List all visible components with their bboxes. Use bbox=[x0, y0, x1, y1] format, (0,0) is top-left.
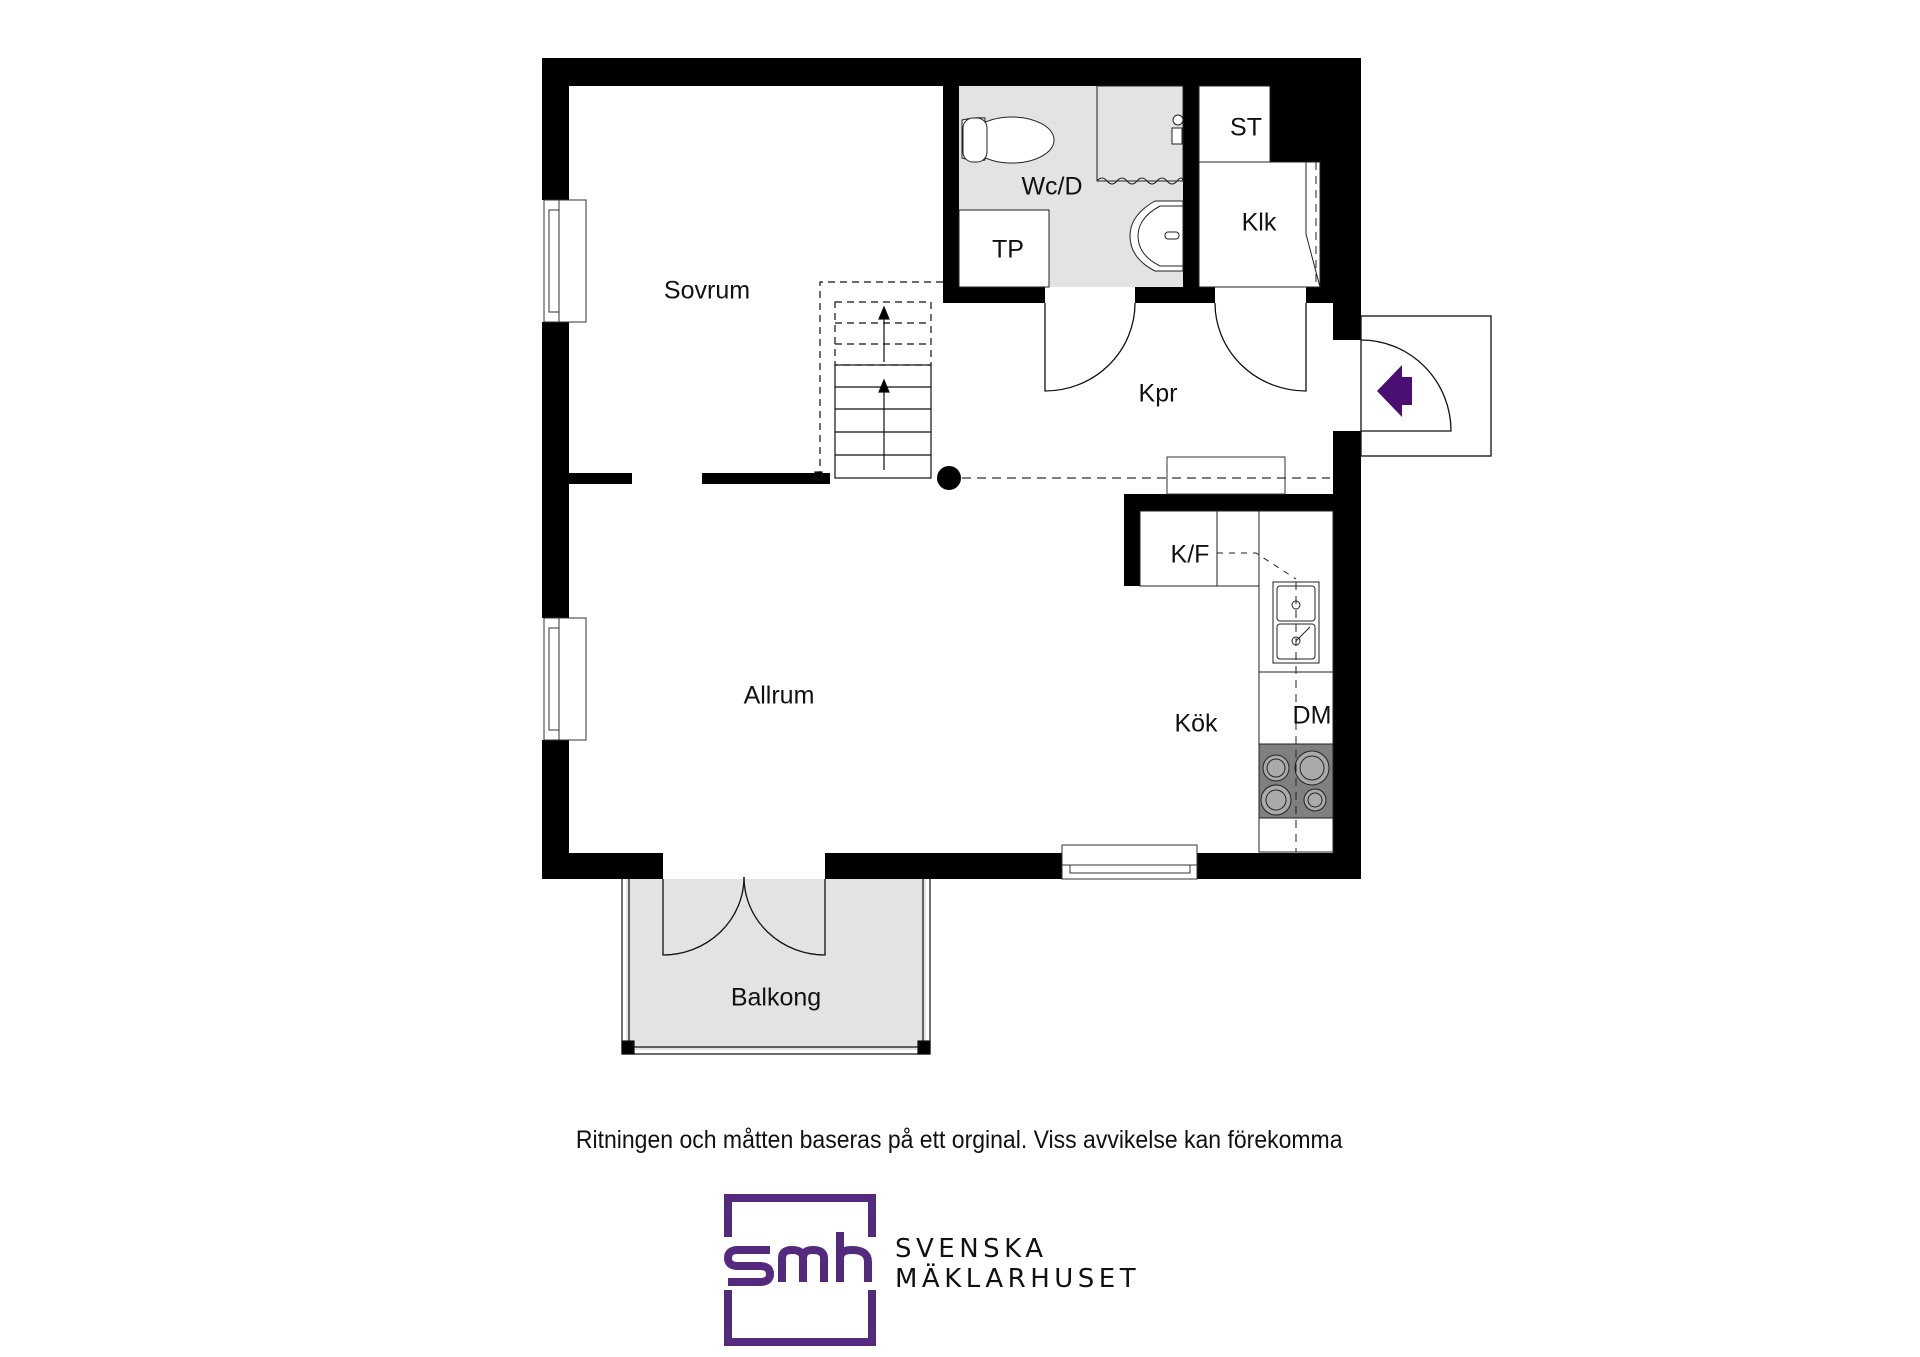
brand-name: SVENSKA MÄKLARHUSET bbox=[895, 1234, 1140, 1294]
closets bbox=[1198, 85, 1321, 288]
shower-head-icon bbox=[1171, 114, 1184, 145]
window-bottom bbox=[1061, 844, 1198, 880]
entrance-door bbox=[1360, 339, 1452, 432]
bathroom-door bbox=[1044, 302, 1136, 392]
towel-cabinet-tp bbox=[958, 209, 1050, 288]
doors bbox=[662, 302, 1492, 956]
balcony-door-left bbox=[662, 876, 745, 956]
balcony-door-right bbox=[743, 876, 826, 956]
entrance-step bbox=[1360, 315, 1492, 457]
room-label-klk: Klk bbox=[1241, 208, 1277, 237]
brand-name-line2: MÄKLARHUSET bbox=[895, 1264, 1141, 1294]
brand-name-line1: SVENSKA bbox=[895, 1234, 1048, 1264]
room-label-tp: TP bbox=[992, 235, 1024, 264]
shower-curtain bbox=[1096, 177, 1184, 185]
bathroom-fixtures bbox=[958, 85, 1184, 288]
hallway-bench bbox=[1166, 456, 1286, 495]
room-label-st: ST bbox=[1230, 113, 1262, 142]
interior-walls bbox=[569, 86, 1349, 586]
window-left-lower bbox=[543, 617, 587, 741]
staircase bbox=[814, 281, 943, 481]
balcony-floor bbox=[626, 879, 926, 1050]
stair-arrow-icon bbox=[878, 305, 890, 320]
smh-logo bbox=[723, 1194, 876, 1346]
room-label-kf: K/F bbox=[1170, 540, 1210, 569]
column-icon bbox=[937, 466, 961, 490]
room-label-balkong: Balkong bbox=[730, 983, 822, 1012]
balcony-railing bbox=[621, 879, 931, 1055]
room-label-sovrum: Sovrum bbox=[663, 276, 751, 305]
room-label-dm: DM bbox=[1292, 701, 1332, 730]
window-left-upper bbox=[543, 199, 587, 323]
room-label-wc: Wc/D bbox=[1021, 172, 1083, 201]
stair-arrow-icon bbox=[878, 378, 890, 393]
room-label-kpr: Kpr bbox=[1138, 379, 1178, 408]
kitchen-fixtures bbox=[1139, 510, 1334, 853]
room-label-kok: Kök bbox=[1174, 709, 1218, 738]
closet-door bbox=[1214, 302, 1307, 392]
disclaimer-text: Ritningen och måtten baseras på ett orgi… bbox=[575, 1126, 1343, 1154]
room-label-allrum: Allrum bbox=[743, 681, 815, 710]
entrance-arrow-icon bbox=[1377, 365, 1412, 417]
